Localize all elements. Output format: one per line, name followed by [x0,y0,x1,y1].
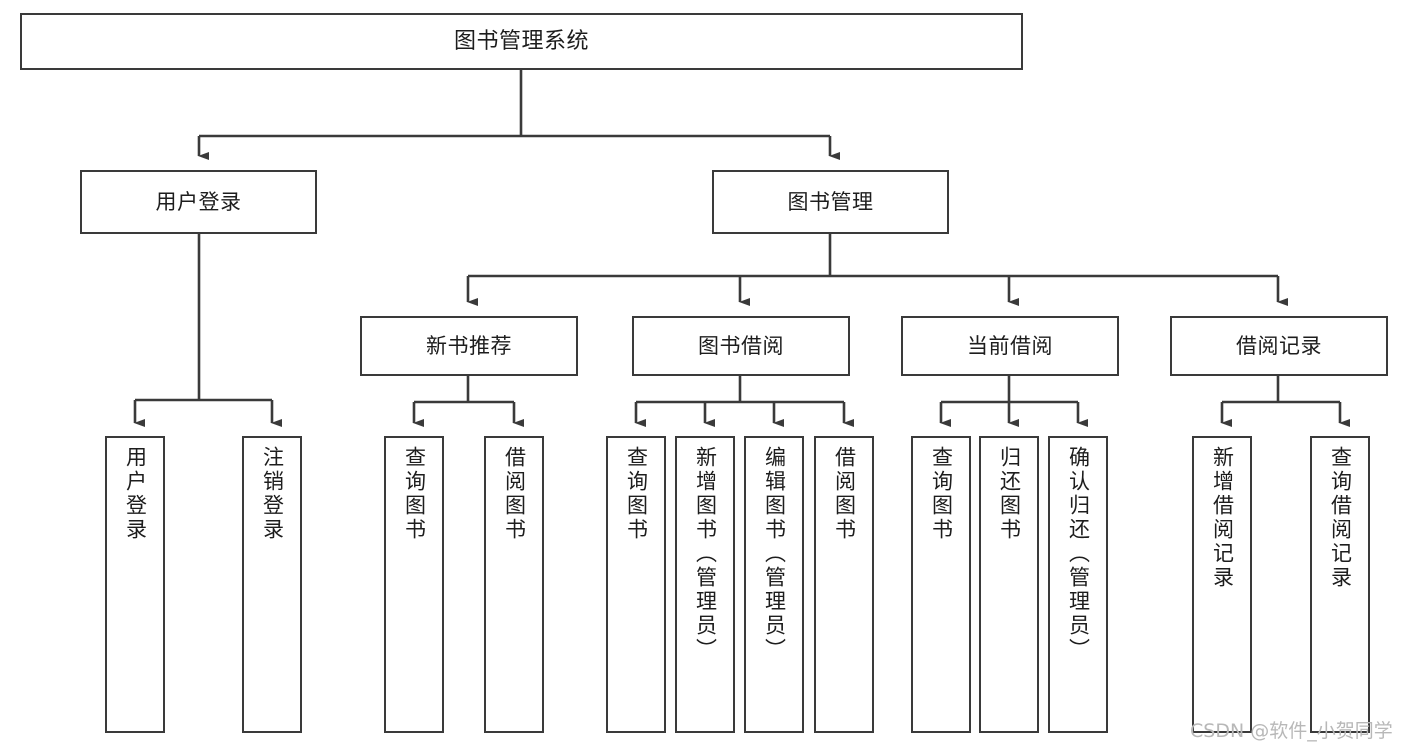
node-label: 用户登录 [123,446,148,542]
node-label: 当前借阅 [967,333,1053,358]
node-label: 归还图书 [997,446,1022,542]
leaf-query-book-recommend[interactable]: 查询图书 [384,436,444,733]
leaf-confirm-return[interactable]: 确认归还（管理员） [1048,436,1108,733]
node-current-borrow[interactable]: 当前借阅 [901,316,1119,376]
node-label: 查询借阅记录 [1328,446,1353,590]
leaf-add-borrow-record[interactable]: 新增借阅记录 [1192,436,1252,733]
leaf-edit-book[interactable]: 编辑图书（管理员） [744,436,804,733]
leaf-query-book-borrow[interactable]: 查询图书 [606,436,666,733]
node-root-system[interactable]: 图书管理系统 [20,13,1023,70]
node-borrow-record[interactable]: 借阅记录 [1170,316,1388,376]
node-label: 图书管理 [787,189,874,214]
leaf-user-login[interactable]: 用户登录 [105,436,165,733]
node-label: 借阅图书 [832,446,857,542]
leaf-query-borrow-record[interactable]: 查询借阅记录 [1310,436,1370,733]
node-label: 查询图书 [624,446,649,542]
node-book-borrow[interactable]: 图书借阅 [632,316,850,376]
leaf-return-book[interactable]: 归还图书 [979,436,1039,733]
leaf-query-book-current[interactable]: 查询图书 [911,436,971,733]
node-new-book-recommend[interactable]: 新书推荐 [360,316,578,376]
node-label: 注销登录 [260,446,285,542]
node-label: 查询图书 [929,446,954,542]
node-label: 图书管理系统 [453,28,589,54]
node-label: 图书借阅 [698,333,784,358]
node-user-login[interactable]: 用户登录 [80,170,317,234]
node-label: 查询图书 [402,446,427,542]
node-label: 新增借阅记录 [1210,446,1235,590]
leaf-borrow-book-recommend[interactable]: 借阅图书 [484,436,544,733]
leaf-borrow-book[interactable]: 借阅图书 [814,436,874,733]
node-label: 新书推荐 [426,333,512,358]
node-label: 借阅图书 [502,446,527,542]
node-label: 新增图书（管理员） [693,446,718,662]
node-label: 确认归还（管理员） [1066,446,1091,662]
node-label: 用户登录 [155,189,242,214]
node-book-management[interactable]: 图书管理 [712,170,949,234]
node-label: 编辑图书（管理员） [762,446,787,662]
node-label: 借阅记录 [1236,333,1322,358]
leaf-logout-login[interactable]: 注销登录 [242,436,302,733]
leaf-add-book[interactable]: 新增图书（管理员） [675,436,735,733]
watermark-text: CSDN @软件_小贺同学 [1190,720,1393,742]
